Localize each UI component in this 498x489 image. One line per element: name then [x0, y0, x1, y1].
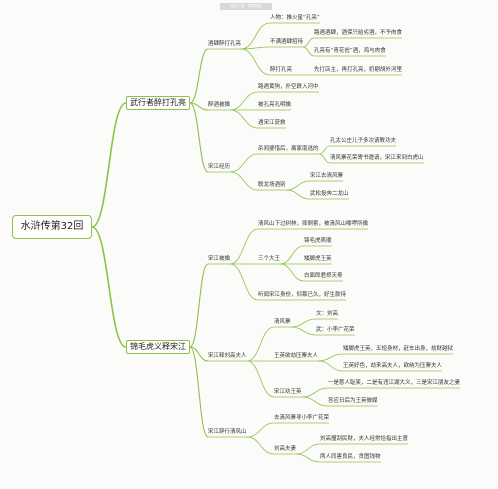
connector [290, 326, 317, 336]
sub-topic-songjiang-captured[interactable]: 宋江被擒 [208, 256, 231, 262]
node-beat-kongliang[interactable]: 醉打孔亮 [270, 67, 293, 73]
node-wangying-kidnap[interactable]: 王英欲劫压寨夫人 [274, 353, 319, 359]
connector [229, 228, 259, 265]
leaf-yanshun[interactable]: 锦毛虎燕顺 [304, 238, 332, 244]
node-flee-south[interactable]: 杀阎婆惜后，离家南逃的 [258, 146, 319, 152]
connector [189, 102, 209, 173]
node-forest-capture[interactable]: 清风山下过树林，摔倒索，被清风山喽啰所擒 [258, 221, 369, 227]
leaf-to-qingfeng[interactable]: 宋江去清风寨 [310, 173, 344, 179]
leaf-huarong-letter[interactable]: 清风寨花荣寄书邀请，宋江来到白虎山 [330, 155, 424, 161]
connector [246, 436, 275, 455]
connector [246, 422, 275, 438]
connector [229, 171, 259, 191]
watermark: 知识工具 · 思维导图 [220, 3, 272, 10]
connector [285, 180, 311, 191]
connector [229, 91, 259, 111]
sub-topic-leave-qingfeng[interactable]: 宋江辞行清风山 [208, 429, 247, 435]
connector [189, 346, 209, 438]
connector [285, 189, 311, 200]
node-character[interactable]: 人物：推火星“孔亮” [270, 15, 320, 21]
leaf-matchmaker-promise[interactable]: 答应日后为王英做媒 [328, 398, 378, 404]
connector [317, 353, 344, 362]
main-topic-2[interactable]: 锦毛虎义释宋江 [126, 340, 190, 354]
connector [229, 109, 259, 129]
leaf-kong-sons[interactable]: 孔太公庄儿子多次请教功夫 [330, 138, 397, 144]
connector [295, 453, 321, 463]
connector [301, 396, 329, 407]
node-admire-songjiang[interactable]: 听闻宋江身份，仰慕已久，好生款待 [258, 292, 347, 298]
connector [240, 46, 271, 50]
connector [318, 153, 331, 164]
connector [302, 46, 315, 57]
connector [229, 263, 259, 301]
connector [189, 102, 209, 111]
sub-topic-captured-drunk[interactable]: 醉酒被擒 [208, 102, 231, 108]
sub-topic-songjiang-experience[interactable]: 宋江经历 [208, 164, 231, 170]
connector [279, 245, 305, 265]
leaf-military-huarong[interactable]: 武：小李广花荣 [316, 327, 355, 333]
connector [295, 443, 321, 455]
connector [246, 326, 275, 362]
node-persuade-wangying[interactable]: 宋江劝王英 [274, 389, 302, 395]
leaf-zhengtianshou[interactable]: 白面郎君郑天寿 [304, 273, 343, 279]
node-farewell[interactable]: 联龙场酒别 [258, 182, 286, 188]
leaf-wangying-lust[interactable]: 王英好色，劫来高夫人，欲纳为压寨夫人 [343, 363, 443, 369]
leaf-wangying-profile[interactable]: 矮脚虎王英，五短身材，赶车出身，劫财越狱 [343, 346, 454, 352]
connector [290, 318, 317, 328]
connector [91, 102, 127, 228]
connector [246, 360, 275, 398]
leaf-bad-wine[interactable]: 路遇酒肆，酒保只给劣酒，不予肉食 [314, 30, 403, 36]
node-three-chiefs[interactable]: 三个大王 [258, 256, 281, 262]
node-captured[interactable]: 被孔亮孔明擒 [258, 102, 292, 108]
node-unhappy-service[interactable]: 不满酒肆招待 [270, 39, 304, 45]
root-topic[interactable]: 水浒传第32回 [12, 215, 92, 239]
leaf-beat-order[interactable]: 先打店主，再打孔亮，奶剔胡外河里 [314, 67, 403, 73]
connector [301, 387, 329, 398]
leaf-to-erlong[interactable]: 武松投奔二龙山 [310, 191, 349, 197]
sub-topic-release-liu-wife[interactable]: 宋江释刘高夫人 [208, 353, 247, 359]
connector [189, 346, 209, 362]
leaf-harm-people[interactable]: 两人同害良民，贪图钱物 [320, 454, 381, 460]
connector [189, 263, 209, 348]
node-qingfeng-fort[interactable]: 清风寨 [274, 319, 291, 325]
node-seek-huarong[interactable]: 去清风寨寻小李广花荣 [274, 415, 330, 421]
connector [302, 37, 315, 48]
main-topic-1[interactable]: 武行者醉打孔亮 [126, 96, 190, 110]
leaf-kongliang-wine[interactable]: 孔亮有“青花瓮”酒，鸡与肉食 [314, 48, 386, 54]
connector [318, 145, 331, 155]
connector [240, 22, 271, 50]
connector [189, 48, 209, 104]
connector [240, 48, 271, 76]
connector [317, 360, 344, 372]
connector [91, 226, 127, 348]
node-liugao-couple[interactable]: 刘高夫妻 [274, 446, 297, 452]
leaf-liugao-exploit[interactable]: 刘高撞刮民财，夫人经常恰指出主意 [320, 436, 409, 442]
leaf-wangying[interactable]: 矮脚虎王英 [304, 256, 332, 262]
node-rescued[interactable]: 遇宋江获救 [258, 120, 286, 126]
leaf-three-reasons[interactable]: 一是惹人耻笑，二是有违江湖大义，三是宋江朋友之妻 [328, 380, 461, 386]
connector [279, 263, 305, 282]
connector [229, 153, 259, 173]
leaf-civil-liugao[interactable]: 文：刘高 [316, 311, 339, 317]
node-yellow-dog[interactable]: 路遇黄狗，扑空跌入河中 [258, 84, 319, 90]
sub-topic-drunk-fight[interactable]: 酒肆醉打孔亮 [208, 41, 242, 47]
